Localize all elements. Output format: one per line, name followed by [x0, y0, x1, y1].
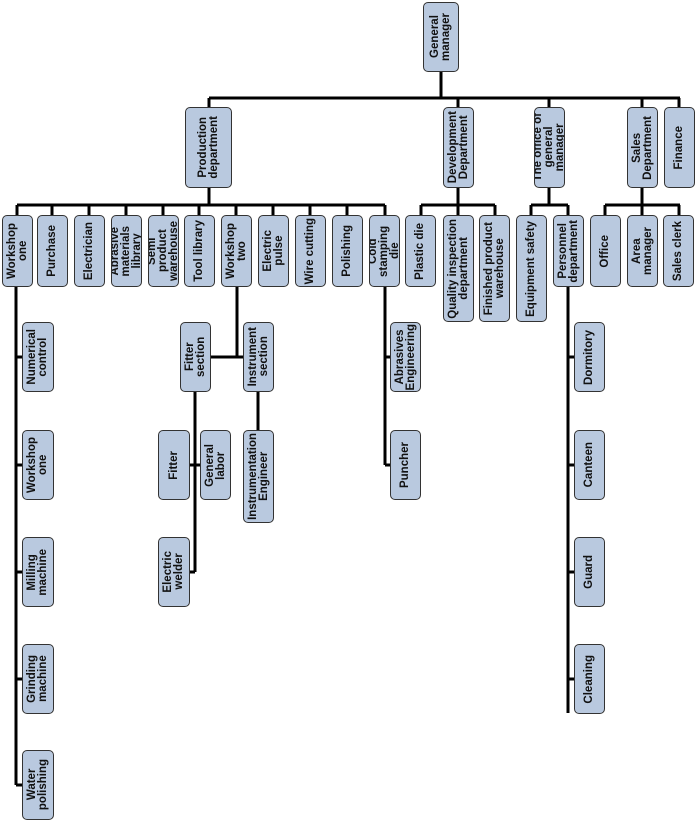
node-abrasives-engineering[interactable]: Abrasives Engineering [390, 322, 421, 392]
node-electrician[interactable]: Electrician [74, 215, 105, 287]
node-label: Water polishing [26, 759, 49, 811]
node-label: Plastic die [414, 222, 426, 280]
node-label: Development Department [446, 111, 470, 184]
node-sales-department[interactable]: Sales Department [627, 107, 658, 188]
node-workshop-two[interactable]: Workshop two [221, 215, 252, 287]
node-label: Wire cutting [304, 217, 316, 285]
node-area-manager[interactable]: Area manager [627, 215, 658, 287]
node-label: Milling machine [26, 548, 49, 596]
node-label: General manager [429, 13, 452, 61]
node-abrasive-materials-library[interactable]: Abrasive materials library [111, 215, 142, 287]
node-label: Polishing [341, 225, 353, 277]
node-label: Dormitory [583, 329, 595, 385]
node-label: Puncher [399, 441, 411, 488]
node-label: Workshop one [5, 222, 29, 279]
node-dormitory[interactable]: Dormitory [574, 322, 605, 392]
node-personnel-department[interactable]: Personnel department [553, 215, 584, 287]
node-label: Electric pulse [261, 230, 285, 272]
node-label: Grinding machine [26, 655, 49, 703]
node-label: Finished product warehouse [482, 221, 506, 316]
node-label: Electrician [83, 221, 95, 281]
node-label: Cleaning [583, 654, 595, 704]
node-label: Production department [196, 116, 220, 179]
node-label: Workshop two [224, 222, 248, 279]
node-label: Cold stamping die [369, 225, 400, 277]
node-cleaning[interactable]: Cleaning [574, 644, 605, 714]
node-milling-machine[interactable]: Milling machine [22, 537, 54, 607]
node-label: Equipment safety [525, 220, 537, 317]
node-workshop-one-sub[interactable]: Workshop one [22, 430, 54, 500]
node-development-department[interactable]: Development Department [443, 107, 474, 188]
node-instrument-section[interactable]: Instrument section [243, 322, 274, 392]
node-equipment-safety[interactable]: Equipment safety [516, 215, 547, 322]
node-office[interactable]: Office [590, 215, 621, 287]
node-wire-cutting[interactable]: Wire cutting [295, 215, 326, 287]
node-numerical-control[interactable]: Numerical control [22, 322, 54, 392]
node-tool-library[interactable]: Tool library [184, 215, 215, 287]
node-label: Workshop one [26, 436, 49, 493]
node-fitter-section[interactable]: Fitter section [180, 322, 211, 392]
node-guard[interactable]: Guard [574, 537, 605, 607]
node-label: General labor [203, 443, 227, 487]
node-puncher[interactable]: Puncher [390, 430, 421, 500]
node-grinding-machine[interactable]: Grinding machine [22, 644, 54, 714]
node-cold-stamping-die[interactable]: Cold stamping die [369, 215, 400, 287]
node-canteen[interactable]: Canteen [574, 430, 605, 500]
node-instrumentation-engineer[interactable]: Instrumentation Engineer [243, 430, 274, 523]
node-label: Abrasives Engineering [393, 323, 417, 391]
node-label: Instrument section [246, 327, 270, 387]
node-label: Numerical control [26, 329, 49, 385]
node-label: Electric welder [162, 551, 185, 593]
node-label: Tool library [193, 220, 205, 282]
node-label: Quality inspection department [446, 218, 470, 319]
node-production-department[interactable]: Production department [185, 107, 232, 188]
node-label: Personnel department [556, 219, 580, 283]
node-label: Office [599, 234, 611, 268]
node-sales-clerk[interactable]: Sales clerk [663, 215, 694, 287]
node-plastic-die[interactable]: Plastic die [405, 215, 436, 287]
node-polishing[interactable]: Polishing [332, 215, 363, 287]
node-label: The office of general manager [534, 113, 565, 182]
node-label: Area manager [630, 227, 654, 275]
node-water-polishing[interactable]: Water polishing [22, 750, 54, 820]
node-finished-product-warehouse[interactable]: Finished product warehouse [479, 215, 510, 322]
node-fitter[interactable]: Fitter [158, 430, 190, 500]
node-office-of-general-manager[interactable]: The office of general manager [534, 107, 565, 188]
node-general-labor[interactable]: General labor [200, 430, 231, 500]
node-finance[interactable]: Finance [664, 107, 695, 188]
node-purchase[interactable]: Purchase [37, 215, 68, 287]
node-label: Fitter section [183, 336, 207, 378]
node-label: Finance [673, 125, 685, 170]
node-label: Abrasive materials library [111, 225, 142, 277]
node-label: Purchase [46, 225, 58, 277]
node-label: Sales clerk [672, 220, 684, 282]
node-label: Sales Department [630, 115, 654, 180]
node-workshop-one[interactable]: Workshop one [2, 215, 33, 287]
node-electric-welder[interactable]: Electric welder [158, 537, 190, 607]
node-label: Canteen [583, 442, 595, 488]
node-quality-inspection-department[interactable]: Quality inspection department [443, 215, 474, 322]
node-electric-pulse[interactable]: Electric pulse [258, 215, 289, 287]
node-semi-product-warehouse[interactable]: Semi product warehouse [148, 215, 179, 287]
node-label: Instrumentation Engineer [246, 433, 270, 520]
node-label: Guard [583, 555, 595, 589]
node-label: Fitter [167, 450, 180, 480]
node-label: Semi product warehouse [148, 220, 179, 282]
node-general-manager[interactable]: General manager [423, 2, 459, 72]
